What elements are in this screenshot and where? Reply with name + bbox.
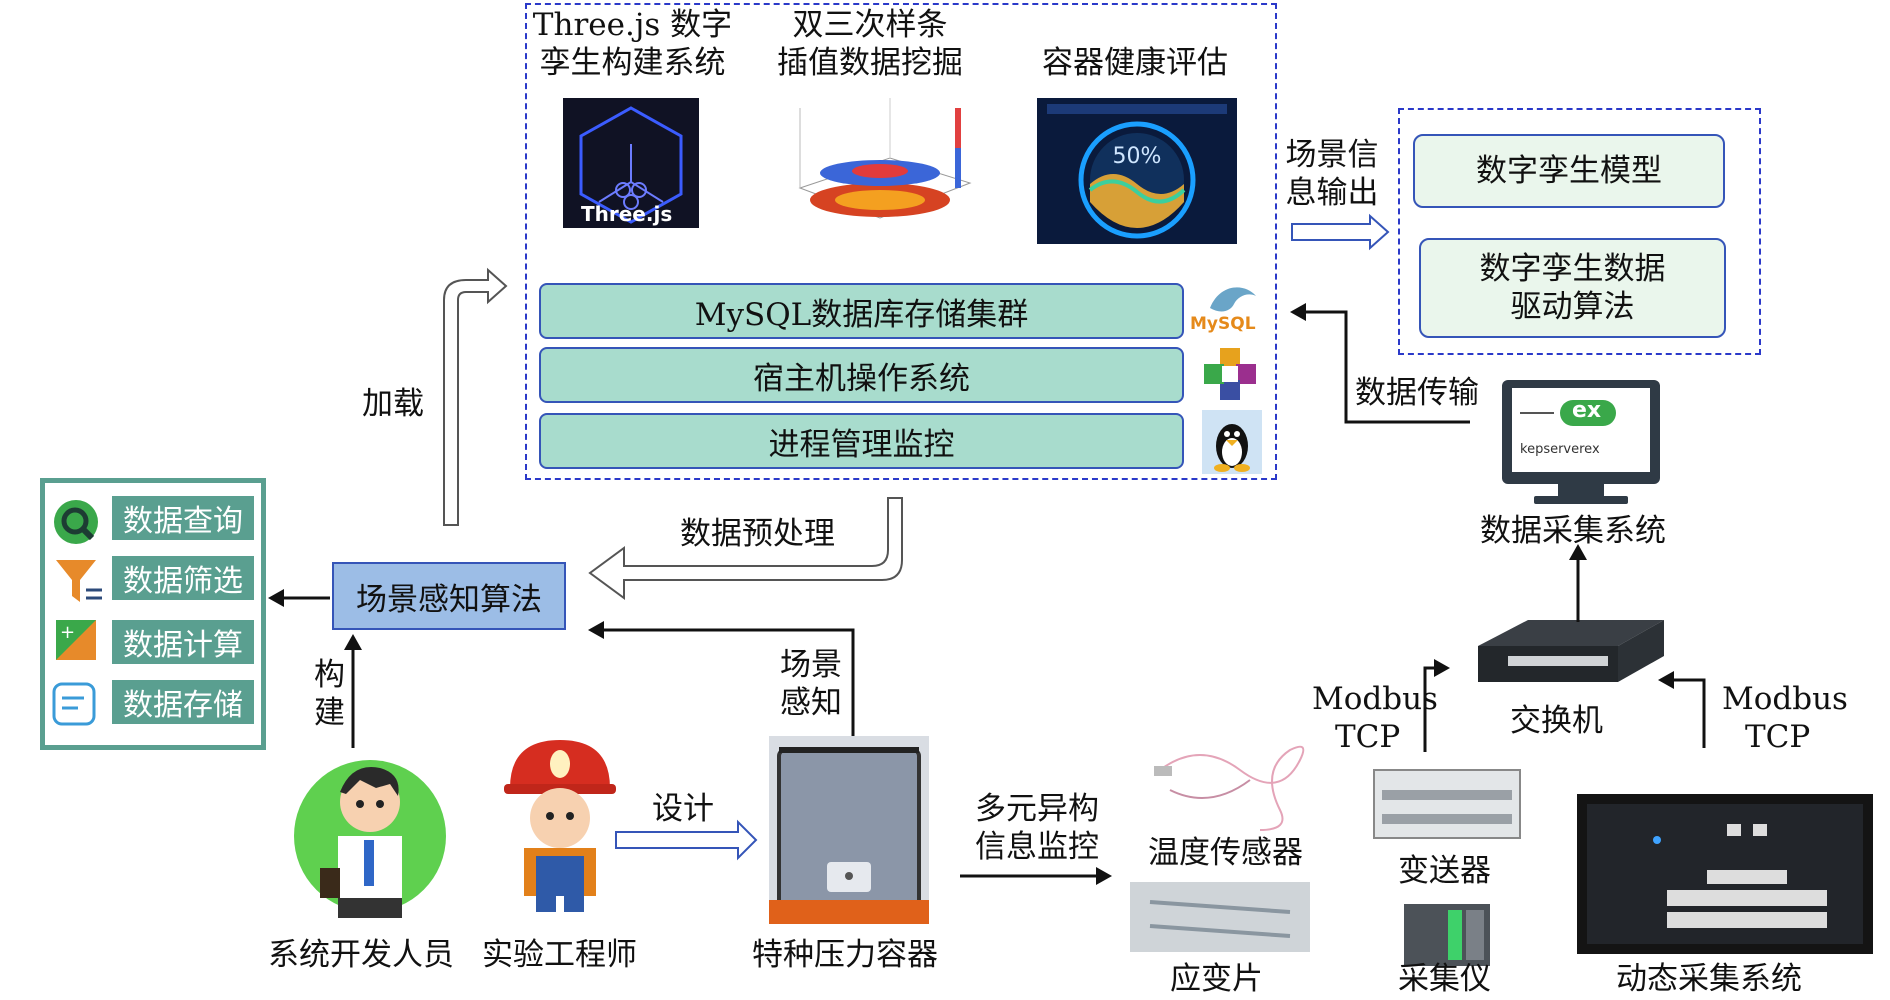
scene-output-line1: 场景信 (1285, 137, 1379, 173)
pressure-vessel-image (769, 736, 929, 924)
digital-twin-algo-line1: 数字孪生数据 (1479, 251, 1666, 287)
dolphin-icon (1210, 287, 1256, 312)
temperature-sensor-image (1154, 745, 1305, 831)
engineer-label: 实验工程师 (482, 937, 637, 973)
op-query: 数据查询 (112, 496, 254, 540)
kepserver-monitor: ex kepserverex (1500, 378, 1662, 506)
op-store: 数据存储 (112, 680, 254, 724)
process-monitor-layer: 进程管理监控 (539, 413, 1184, 469)
threejs-title-line1: Three.js 数字 (532, 7, 733, 43)
threejs-logo: Three.js (563, 98, 699, 228)
scene-output-line2: 息输出 (1285, 175, 1379, 211)
modbus-left-2: TCP (1335, 719, 1401, 755)
filter-icon (56, 560, 102, 602)
modbus-left-1: Modbus (1312, 681, 1438, 717)
gauge-icon (1047, 104, 1227, 239)
acquisition-label: 数据采集系统 (1480, 513, 1666, 549)
centos-logo (1200, 344, 1260, 404)
modbus-right-1: Modbus (1722, 681, 1848, 717)
digital-twin-model-box: 数字孪生模型 (1413, 134, 1725, 208)
svg-text:+: + (60, 622, 75, 643)
kep-logo: ex (1572, 398, 1602, 423)
centos-icon (1204, 348, 1256, 400)
kep-sub: kepserverex (1520, 442, 1600, 457)
platform-panel (525, 3, 1277, 480)
preprocess-label: 数据预处理 (680, 516, 835, 552)
network-switch-image (1478, 620, 1664, 682)
health-title: 容器健康评估 (1042, 45, 1228, 81)
linux-logo (1202, 410, 1262, 474)
scene-perception-2: 感知 (780, 685, 842, 721)
vessel-label: 特种压力容器 (752, 937, 938, 973)
transmitter-label: 变送器 (1398, 853, 1491, 889)
spline-title-line1: 双三次样条 (792, 7, 948, 43)
threejs-hexagon-icon (579, 106, 683, 224)
search-icon (54, 500, 98, 544)
calculator-icon: + (56, 620, 96, 660)
developer-label: 系统开发人员 (268, 937, 454, 973)
monitor-icon (1502, 380, 1660, 504)
data-transfer-label: 数据传输 (1355, 375, 1479, 411)
transmitter-image (1373, 769, 1521, 839)
op-compute: 数据计算 (112, 620, 254, 664)
strain-label: 应变片 (1170, 961, 1263, 997)
dynamic-acquisition-image (1577, 794, 1873, 954)
switch-label: 交换机 (1510, 703, 1603, 739)
health-dashboard: 50% (1037, 98, 1237, 244)
build-label-2: 建 (314, 695, 345, 731)
monitor-label-2: 信息监控 (975, 829, 1099, 865)
modbus-right-2: TCP (1745, 719, 1811, 755)
engineer-figure (504, 740, 616, 912)
threejs-title-line2: 孪生构建系统 (539, 45, 726, 81)
collector-image (1404, 904, 1490, 966)
load-label: 加载 (362, 386, 424, 422)
design-label: 设计 (652, 791, 714, 827)
developer-figure (294, 760, 446, 918)
dynamic-label: 动态采集系统 (1616, 961, 1802, 997)
mysql-cluster-layer: MySQL数据库存储集群 (539, 283, 1184, 339)
collector-label: 采集仪 (1398, 961, 1491, 997)
scene-perception-1: 场景 (780, 647, 842, 683)
temp-sensor-label: 温度传感器 (1148, 835, 1303, 871)
threejs-logo-text: Three.js (581, 202, 673, 226)
spline-surface-plot (780, 88, 980, 233)
strain-gauge-image (1130, 882, 1310, 952)
storage-icon (52, 682, 96, 726)
gauge-value: 50% (1112, 144, 1162, 169)
surface-plot-icon (798, 98, 972, 219)
monitor-label-1: 多元异构 (975, 791, 1099, 827)
digital-twin-algo-line2: 驱动算法 (1510, 289, 1635, 325)
scene-algo-box: 场景感知算法 (332, 562, 566, 630)
spline-title-line2: 插值数据挖掘 (777, 45, 963, 81)
digital-twin-algo-box: 数字孪生数据 驱动算法 (1419, 238, 1726, 338)
mysql-logo: MySQL (1190, 278, 1270, 338)
tux-penguin-icon (1214, 424, 1250, 472)
op-filter: 数据筛选 (112, 556, 254, 600)
output-panel (1398, 108, 1761, 355)
host-os-layer: 宿主机操作系统 (539, 347, 1184, 403)
mysql-logo-text: MySQL (1190, 314, 1256, 334)
build-label-1: 构 (314, 657, 345, 693)
